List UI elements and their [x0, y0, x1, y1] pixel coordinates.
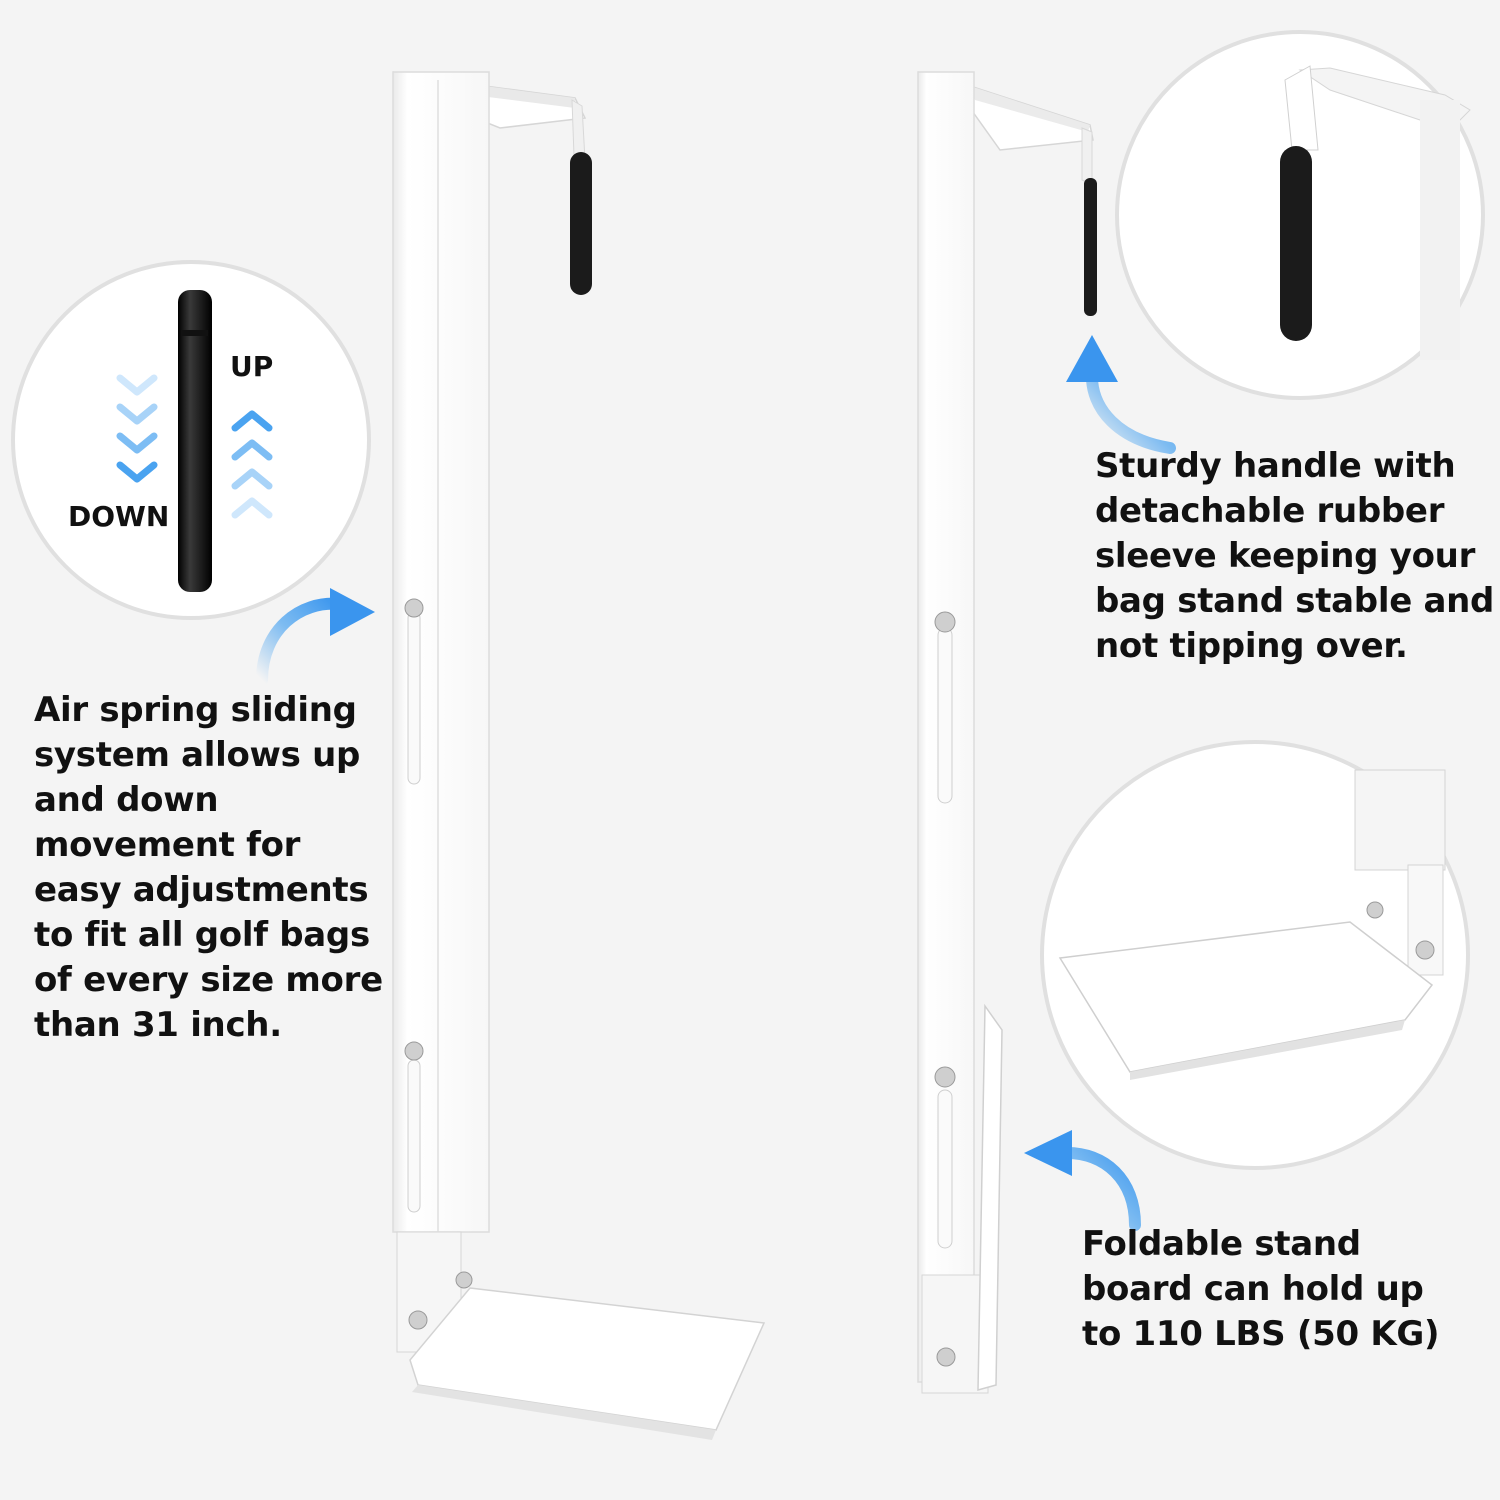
stand-side-view	[917, 71, 1097, 1394]
rubber-sleeve-closeup	[1280, 146, 1312, 341]
stand-front-view	[392, 71, 766, 1440]
board-inset	[1040, 740, 1470, 1170]
curved-arrow-icon	[1066, 335, 1176, 454]
down-label: DOWN	[68, 500, 170, 533]
handle-inset	[1115, 30, 1485, 400]
air-spring-cylinder	[178, 290, 212, 592]
rubber-sleeve-side	[1084, 178, 1097, 316]
curved-arrow-icon	[256, 588, 375, 686]
rubber-sleeve	[570, 152, 592, 295]
chevron-up-icon	[231, 410, 273, 519]
board-caption: Foldable stand board can hold up to 110 …	[1082, 1224, 1440, 1354]
air-spring-inset	[11, 260, 371, 620]
air-spring-caption: Air spring sliding system allows up and …	[34, 690, 383, 1045]
curved-arrow-icon	[1024, 1130, 1141, 1231]
handle-caption: Sturdy handle with detachable rubber sle…	[1095, 446, 1495, 666]
chevron-down-icon	[116, 374, 158, 483]
up-label: UP	[230, 350, 274, 383]
